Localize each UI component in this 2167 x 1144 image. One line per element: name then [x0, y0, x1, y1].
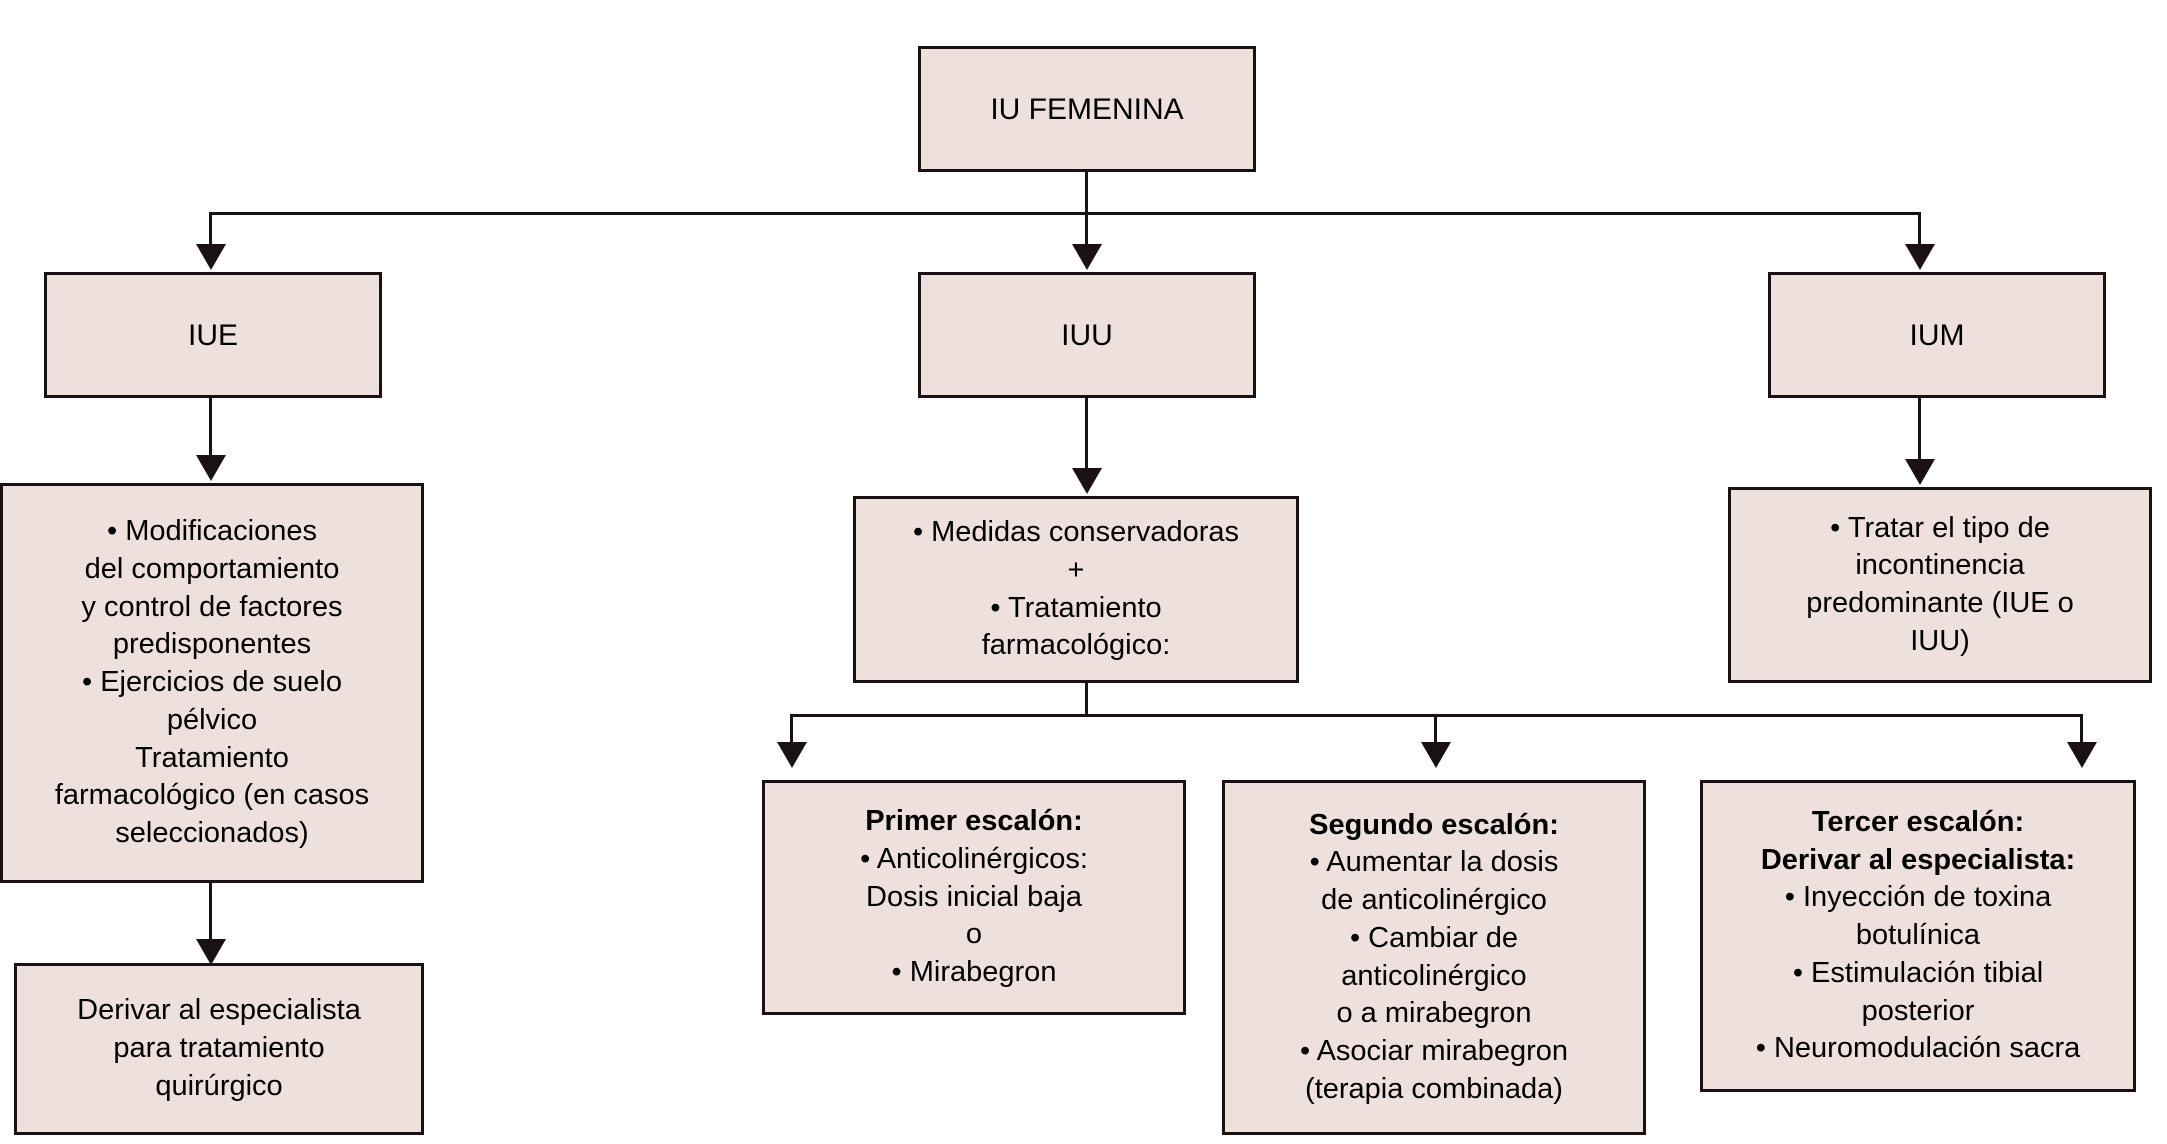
arrowhead-iue-to-treatment: [196, 455, 226, 481]
node-text-line: predisponentes: [112, 628, 312, 661]
node-text-line: para tratamiento: [113, 1032, 325, 1065]
connector-root-to-iue: [209, 212, 212, 246]
node-text-line: • Neuromodulación sacra: [1755, 1032, 2081, 1065]
node-text-line: del comportamiento: [84, 553, 340, 586]
node-text-line: botulínica: [1855, 919, 1981, 952]
node-tercer-escalon[interactable]: Tercer escalón: Derivar al especialista: •…: [1700, 780, 2136, 1092]
node-text-line: Tratamiento: [135, 741, 289, 774]
node-text-line: farmacológico:: [981, 629, 1171, 662]
node-text-line: • Modificaciones: [106, 515, 318, 548]
node-iuu-treatment[interactable]: • Medidas conservadoras + • Tratamiento far…: [853, 496, 1299, 683]
node-iu-femenina[interactable]: IU FEMENINA: [918, 46, 1256, 172]
connector-root-to-ium: [1918, 212, 1921, 246]
connector-ium-to-treatment: [1918, 398, 1921, 461]
node-text-line: • Inyección de toxina: [1784, 881, 2052, 914]
node-text-line: quirúrgico: [155, 1069, 283, 1102]
node-text-line: • Tratamiento: [990, 591, 1162, 624]
node-text-line: Derivar al especialista:: [1760, 843, 2076, 876]
node-text-line: • Estimulación tibial: [1792, 956, 2044, 989]
node-text-line: • Medidas conservadoras: [912, 516, 1240, 549]
node-text-line: IUM: [1909, 318, 1965, 352]
connector-iue-to-treatment: [209, 398, 212, 457]
node-ium-treatment[interactable]: • Tratar el tipo de incontinencia predomin…: [1728, 487, 2152, 683]
node-iue-treatment[interactable]: • Modificaciones del comportamiento y cont…: [0, 483, 424, 883]
node-ium[interactable]: IUM: [1768, 272, 2106, 398]
connector-to-step1: [790, 714, 793, 744]
arrowhead-root-to-iue: [196, 244, 226, 270]
node-text-line: o: [965, 918, 983, 951]
arrowhead-to-step2: [1421, 742, 1451, 768]
connector-iuu-step-stem: [1085, 683, 1088, 716]
node-text-line: IUU): [1910, 624, 1970, 657]
arrowhead-treatment-to-surgery: [196, 939, 226, 965]
node-text-line: • Ejercicios de suelo: [82, 666, 342, 699]
node-segundo-escalon[interactable]: Segundo escalón: • Aumentar la dosis de an…: [1222, 780, 1646, 1135]
node-text-line: • Asociar mirabegron: [1299, 1034, 1569, 1067]
node-text-line: incontinencia: [1855, 549, 2025, 582]
arrowhead-iuu-to-treatment: [1072, 468, 1102, 494]
node-text-line: Dosis inicial baja: [866, 880, 1082, 913]
connector-root-to-iuu: [1085, 212, 1088, 246]
node-text-line: • Cambiar de: [1349, 921, 1519, 954]
node-text-line: • Anticolinérgicos:: [860, 842, 1088, 875]
node-iue-surgical-referral[interactable]: Derivar al especialista para tratamiento q…: [14, 963, 424, 1135]
node-text-line: Segundo escalón:: [1309, 808, 1559, 841]
arrowhead-to-step1: [777, 742, 807, 768]
node-iuu[interactable]: IUU: [918, 272, 1256, 398]
node-text-line: IUU: [1061, 318, 1113, 352]
node-text-line: anticolinérgico: [1341, 959, 1527, 992]
arrowhead-to-step3: [2067, 742, 2097, 768]
node-text-line: +: [1067, 553, 1085, 586]
connector-to-step2: [1434, 714, 1437, 744]
node-text-line: (terapia combinada): [1305, 1072, 1563, 1105]
connector-to-step3: [2080, 714, 2083, 744]
arrowhead-root-to-iuu: [1072, 244, 1102, 270]
connector-root-bus: [209, 212, 1920, 215]
node-text-line: y control de factores: [81, 590, 343, 623]
node-text-line: seleccionados): [115, 816, 309, 849]
node-text-line: de anticolinérgico: [1321, 884, 1547, 917]
node-text-line: predominante (IUE o: [1806, 587, 2074, 619]
node-primer-escalon[interactable]: Primer escalón: • Anticolinérgicos: Dosis …: [762, 780, 1186, 1015]
node-text-line: o a mirabegron: [1336, 997, 1532, 1030]
node-text-line: farmacológico (en casos: [54, 779, 370, 812]
node-text-line: IU FEMENINA: [990, 92, 1184, 126]
node-text-line: Tercer escalón:: [1811, 806, 2025, 839]
node-text-line: pélvico: [166, 703, 258, 736]
node-text-line: • Aumentar la dosis: [1309, 846, 1559, 879]
node-text-line: • Mirabegron: [891, 956, 1057, 989]
node-iue[interactable]: IUE: [44, 272, 382, 398]
connector-iuu-to-treatment: [1085, 398, 1088, 470]
node-text-line: posterior: [1861, 994, 1975, 1027]
connector-treatment-to-surgery: [209, 883, 212, 941]
node-text-line: IUE: [187, 318, 238, 352]
node-text-line: • Tratar el tipo de: [1830, 511, 2050, 544]
arrowhead-ium-to-treatment: [1905, 459, 1935, 485]
node-text-line: Derivar al especialista: [77, 994, 361, 1027]
node-text-line: Primer escalón:: [865, 805, 1083, 838]
arrowhead-root-to-ium: [1905, 244, 1935, 270]
connector-root-stem: [1085, 172, 1088, 214]
